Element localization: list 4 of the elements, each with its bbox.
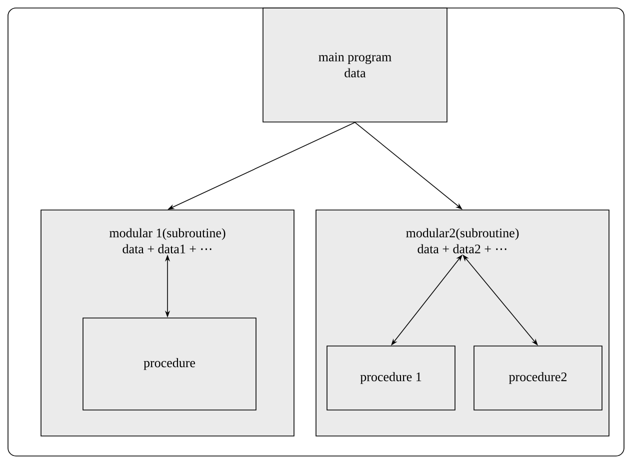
procedure-box: procedure 1 <box>326 346 456 410</box>
procedure-box: procedure2 <box>474 346 602 410</box>
program-box: main program data <box>262 8 448 122</box>
procedure-box: procedure <box>82 318 256 410</box>
